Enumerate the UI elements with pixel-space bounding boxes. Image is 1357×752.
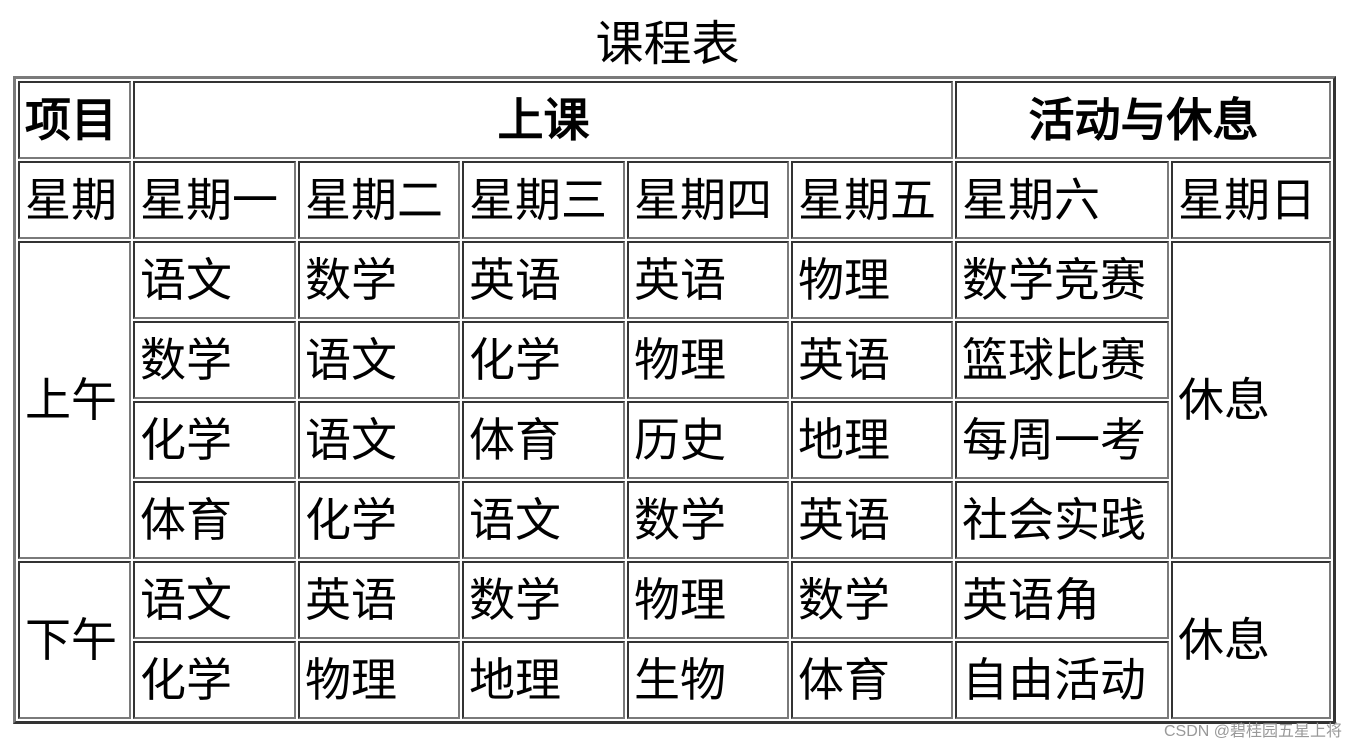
table-cell: 英语角	[955, 561, 1170, 639]
schedule-table: 项目 上课 活动与休息 星期 星期一 星期二 星期三 星期四 星期五 星期六 星…	[13, 76, 1337, 724]
table-cell: 化学	[298, 481, 460, 559]
table-cell: 英语	[627, 241, 789, 319]
table-cell: 数学	[627, 481, 789, 559]
table-cell: 数学	[462, 561, 625, 639]
table-cell: 物理	[627, 321, 789, 399]
table-cell: 英语	[462, 241, 625, 319]
table-cell: 数学	[133, 321, 296, 399]
table-row: 化学 语文 体育 历史 地理 每周一考	[18, 401, 1331, 479]
table-cell: 语文	[133, 241, 296, 319]
weekday-label-cell: 星期	[18, 161, 131, 239]
weekday-cell-mon: 星期一	[133, 161, 296, 239]
table-cell: 社会实践	[955, 481, 1170, 559]
weekday-cell-wed: 星期三	[462, 161, 625, 239]
weekday-cell-sun: 星期日	[1171, 161, 1332, 239]
weekday-cell-tue: 星期二	[298, 161, 460, 239]
class-group-header: 上课	[133, 81, 954, 159]
morning-sunday-rest-cell: 休息	[1171, 241, 1332, 559]
table-cell: 每周一考	[955, 401, 1170, 479]
table-row: 数学 语文 化学 物理 英语 篮球比赛	[18, 321, 1331, 399]
weekday-cell-thu: 星期四	[627, 161, 789, 239]
watermark: CSDN @碧桂园五星上将	[1163, 723, 1342, 740]
table-cell: 体育	[133, 481, 296, 559]
table-row: 下午 语文 英语 数学 物理 数学 英语角 休息	[18, 561, 1332, 719]
table-cell: 化学	[462, 321, 625, 399]
header-row: 项目 上课 活动与休息	[18, 81, 1332, 159]
afternoon-sunday-rest-cell: 休息	[1171, 561, 1332, 719]
weekday-row: 星期 星期一 星期二 星期三 星期四 星期五 星期六 星期日	[18, 161, 1332, 239]
page-title: 课程表	[595, 16, 740, 72]
table-row: 体育 化学 语文 数学 英语 社会实践	[18, 481, 1331, 559]
table-cell: 物理	[298, 641, 460, 719]
table-cell: 语文	[298, 321, 460, 399]
table-cell: 化学	[133, 401, 296, 479]
table-cell: 物理	[627, 561, 789, 639]
table-cell: 语文	[298, 401, 460, 479]
table-cell: 地理	[462, 641, 625, 719]
table-cell: 数学竞赛	[955, 241, 1170, 319]
item-header-cell: 项目	[18, 81, 131, 159]
table-cell: 体育	[791, 641, 954, 719]
table-row: 上午 语文 数学 英语 英语 物理 数学竞赛 休息	[18, 241, 1332, 559]
table-row: 化学 物理 地理 生物 体育 自由活动	[18, 641, 1331, 719]
table-cell: 自由活动	[955, 641, 1170, 719]
table-cell: 语文	[462, 481, 625, 559]
table-cell: 语文	[133, 561, 296, 639]
table-cell: 化学	[133, 641, 296, 719]
table-cell: 体育	[462, 401, 625, 479]
table-cell: 英语	[791, 481, 954, 559]
table-cell: 数学	[791, 561, 954, 639]
afternoon-label-cell: 下午	[18, 561, 131, 719]
table-cell: 地理	[791, 401, 954, 479]
activity-group-header: 活动与休息	[955, 81, 1332, 159]
table-cell: 英语	[298, 561, 460, 639]
weekday-cell-fri: 星期五	[791, 161, 954, 239]
table-cell: 英语	[791, 321, 954, 399]
weekday-cell-sat: 星期六	[955, 161, 1170, 239]
table-cell: 生物	[627, 641, 789, 719]
table-cell: 物理	[791, 241, 954, 319]
table-cell: 篮球比赛	[955, 321, 1170, 399]
table-cell: 历史	[627, 401, 789, 479]
table-cell: 数学	[298, 241, 460, 319]
morning-label-cell: 上午	[18, 241, 131, 559]
